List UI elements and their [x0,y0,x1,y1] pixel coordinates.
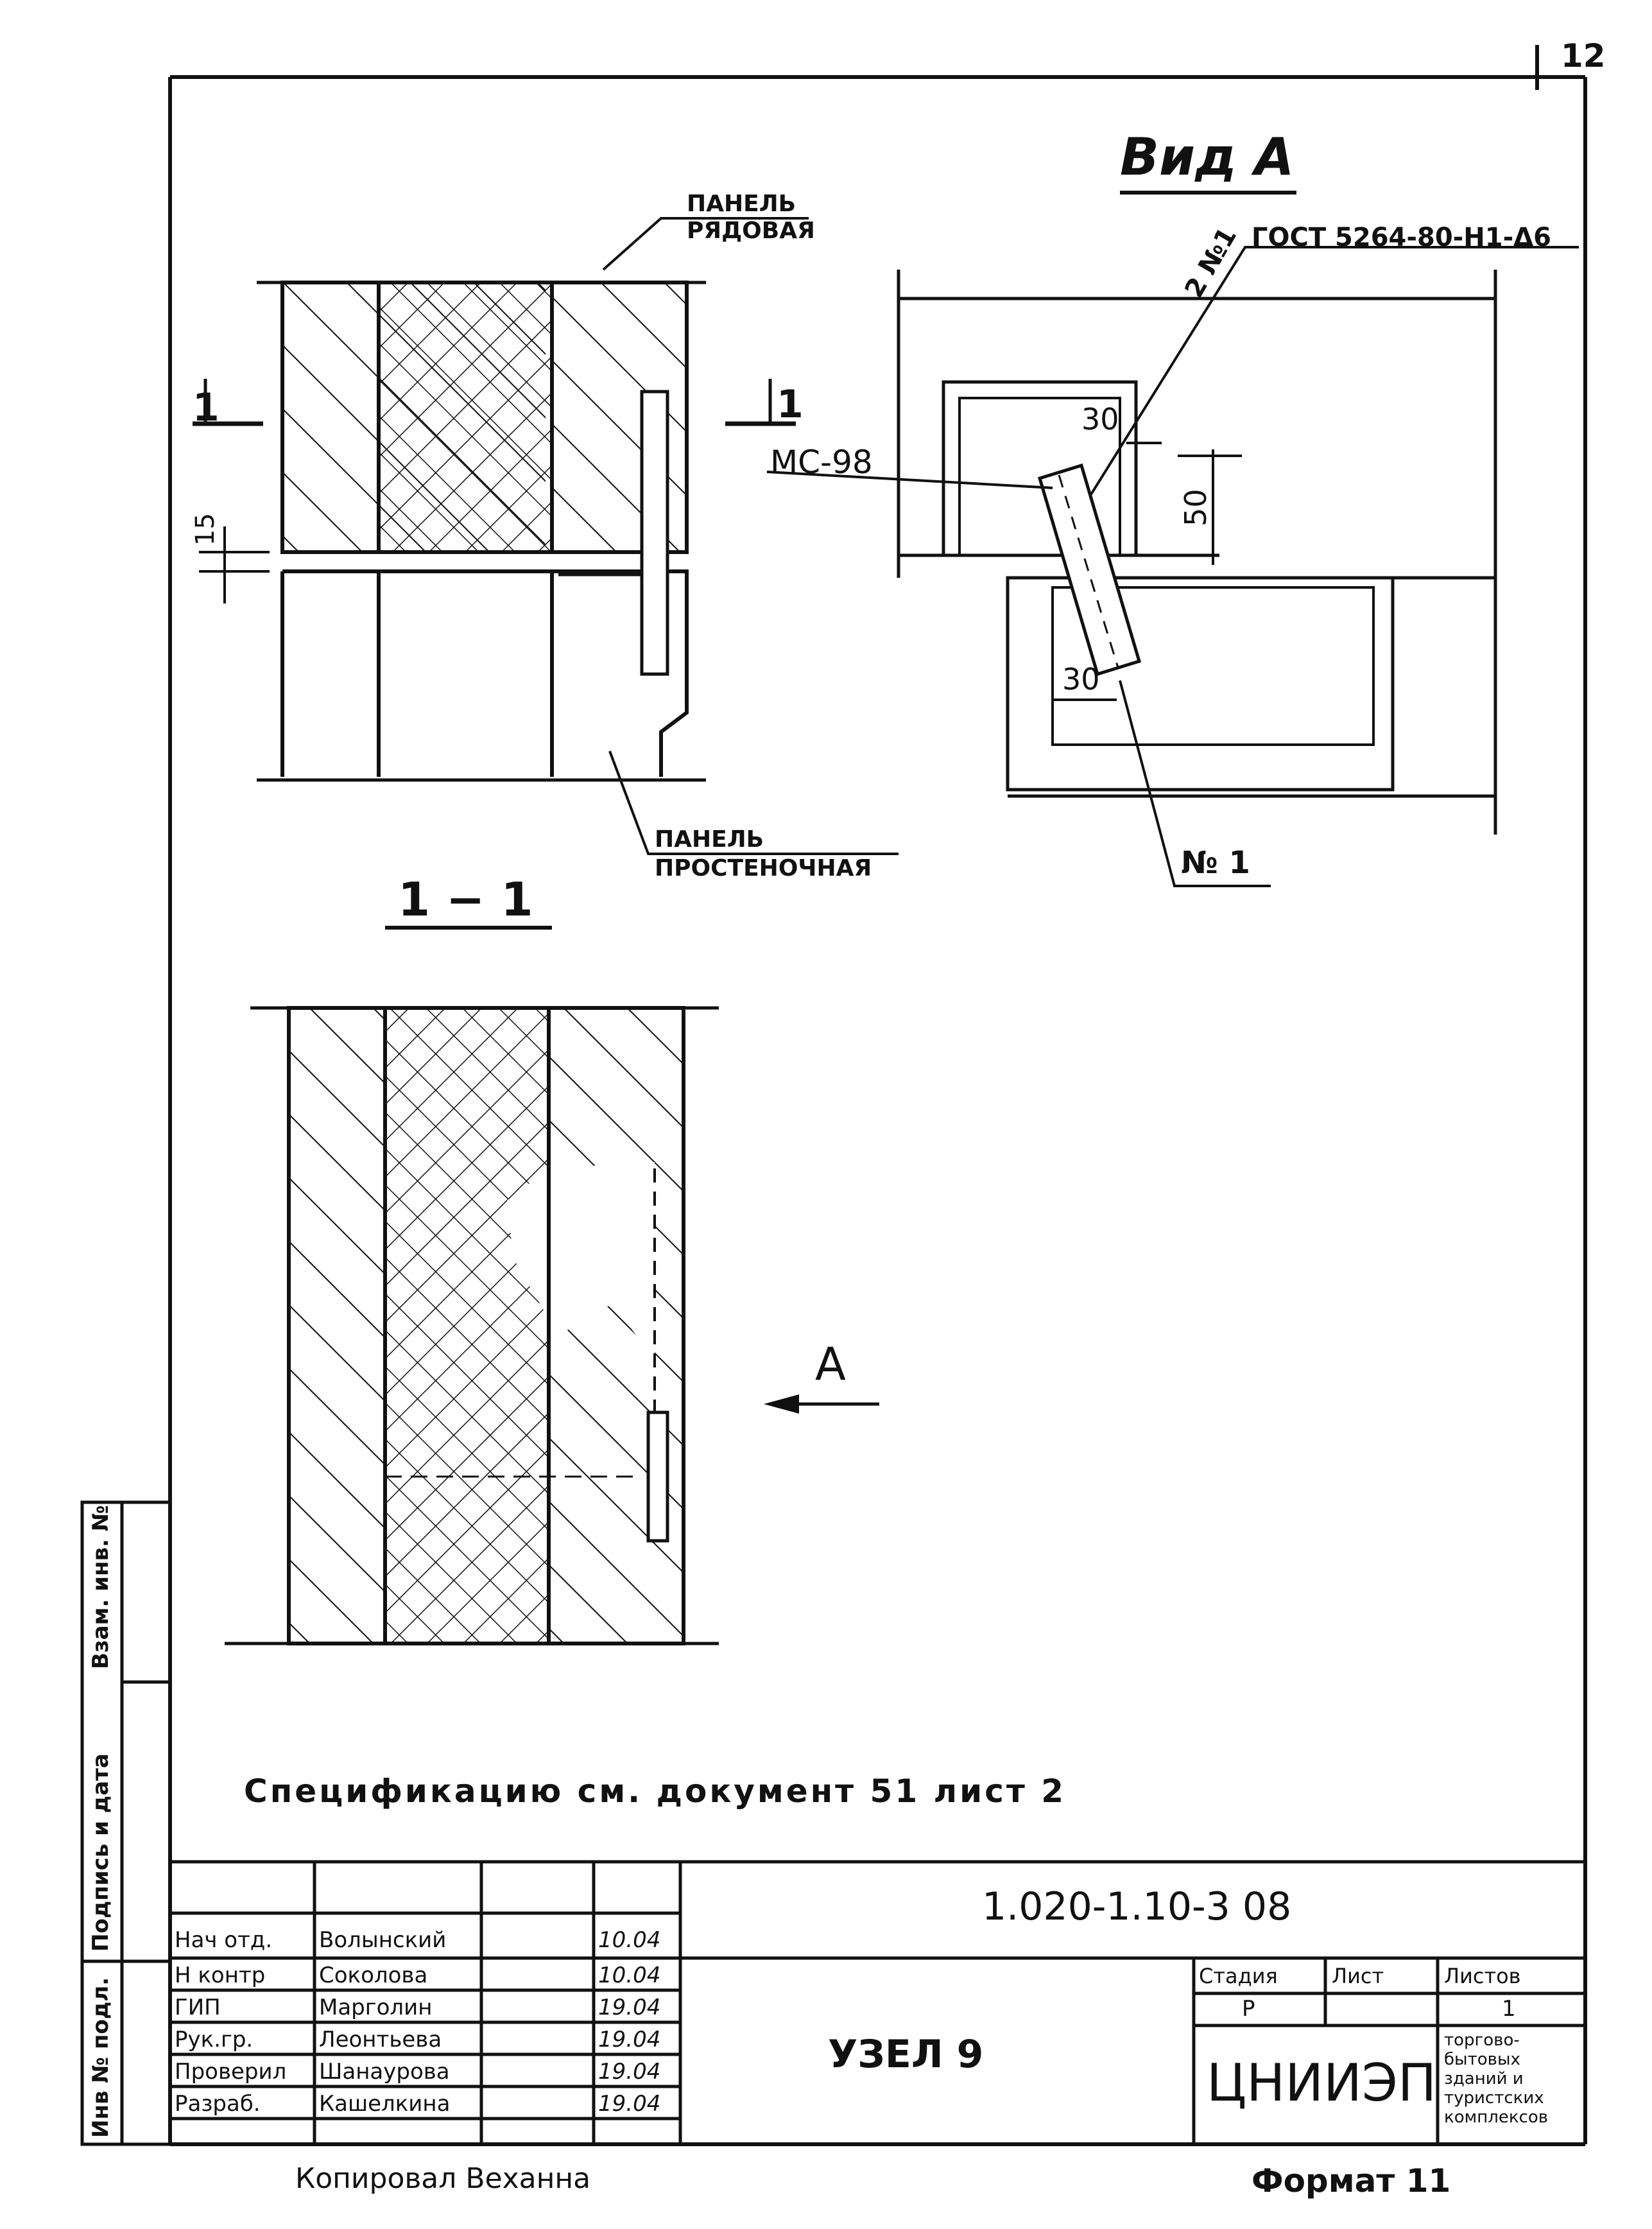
dim-bottom-label: 30 [1062,662,1100,697]
org-name: ЦНИИЭП [1207,2053,1436,2113]
date-3: 19.04 [598,2027,661,2052]
mark-label: МС-98 [770,444,873,481]
org-note-2: зданий и [1444,2069,1524,2088]
joint-dim-label: 15 [191,513,220,546]
date-2: 19.04 [598,1995,661,2020]
sheet-header: Лист [1332,1964,1384,1988]
panel-pier-label-2: ПРОСТЕНОЧНАЯ [655,855,872,881]
side-stamp-sign: Подпись и дата [88,1753,114,1952]
role-4: Проверил [175,2059,287,2085]
role-5: Разраб. [175,2091,261,2117]
org-note-4: комплексов [1444,2108,1549,2127]
date-4: 19.04 [598,2059,661,2085]
footer-copied: Копировал Веханна [295,2162,591,2195]
org-note-1: бытовых [1444,2050,1520,2069]
title-block-grid [170,1860,1585,2144]
role-3: Рук.гр. [175,2027,254,2052]
sheets-value: 1 [1502,1996,1516,2022]
name-1: Соколова [319,1963,428,1988]
side-stamp-inv: Инв № подл. [88,1977,114,2138]
side-stamp-grid [80,1500,172,2146]
sheets-header: Листов [1444,1964,1521,1988]
panel-row-elevation [193,217,899,855]
panel-row-label-2: РЯДОВАЯ [687,218,815,244]
dim-side-label: 50 [1178,489,1213,526]
date-1: 10.04 [598,1963,661,1988]
view-a-title: Вид А [1120,127,1295,187]
spec-note: Спецификацию см. документ 51 лист 2 [244,1773,1067,1810]
name-4: Шанаурова [319,2059,450,2085]
gost-reference: ГОСТ 5264-80-Н1-Δ6 [1252,223,1551,252]
org-note-0: торгово- [1444,2031,1520,2050]
panel-row-label-1: ПАНЕЛЬ [687,191,796,217]
role-2: ГИП [175,1995,221,2020]
section-1-1-drawing [225,1006,879,1645]
sheet-number: 12 [1561,37,1606,74]
role-1: Н контр [175,1963,266,1988]
org-note-3: туристских [1444,2088,1544,2108]
view-a-drawing [766,191,1579,887]
node-title: УЗЕЛ 9 [828,2032,984,2077]
stage-value: Р [1242,1996,1255,2022]
cut-label-left: 1 [193,385,219,430]
doc-code: 1.020-1.10-3 08 [982,1884,1292,1929]
dim-top-label: 30 [1081,402,1119,437]
panel-pier-label-1: ПАНЕЛЬ [655,826,764,853]
view-arrow-label: А [815,1338,846,1391]
date-5: 19.04 [598,2091,661,2117]
section-title: 1 − 1 [398,872,533,926]
name-0: Волынский [319,1927,447,1953]
role-0: Нач отд. [175,1927,273,1953]
cut-label-right: 1 [777,382,804,427]
name-5: Кашелкина [319,2091,451,2117]
stage-header: Стадия [1199,1964,1278,1988]
name-3: Леонтьева [319,2027,442,2052]
item-label: № 1 [1181,845,1250,881]
date-0: 10.04 [598,1927,661,1953]
footer-format: Формат 11 [1252,2162,1451,2199]
side-stamp-replace: Взам. инв. № [88,1505,114,1669]
name-2: Марголин [319,1995,433,2020]
